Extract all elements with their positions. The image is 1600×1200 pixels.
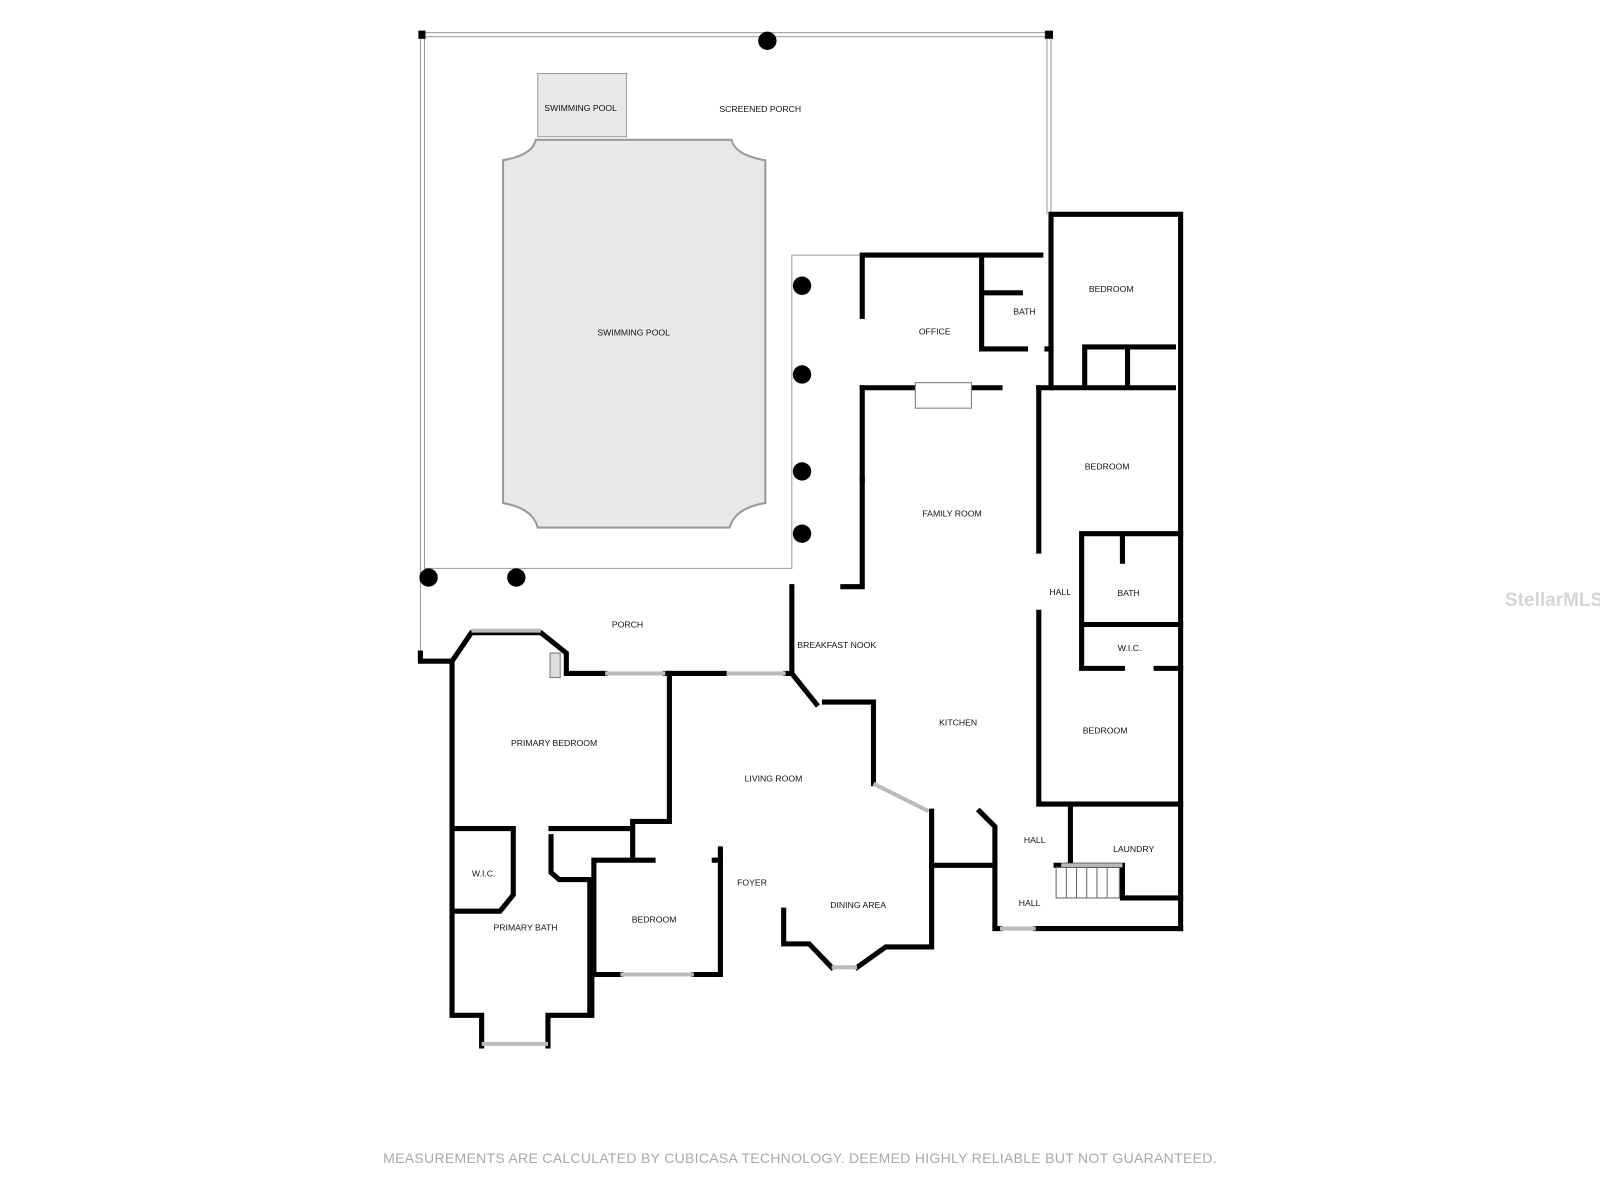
room-label-kitchen: KITCHEN <box>939 718 977 728</box>
staircase <box>1055 866 1120 899</box>
room-label-primary-bedroom: PRIMARY BEDROOM <box>511 738 597 748</box>
room-label-dining-area: DINING AREA <box>830 900 886 910</box>
room-label-bedroom-1: BEDROOM <box>1089 284 1134 294</box>
room-label-screened-porch: SCREENED PORCH <box>719 104 801 114</box>
room-label-bath-1: BATH <box>1013 306 1035 316</box>
room-labels: SWIMMING POOL SCREENED PORCH SWIMMING PO… <box>472 103 1155 932</box>
room-label-bedroom-2: BEDROOM <box>1085 461 1130 471</box>
room-label-porch: PORCH <box>612 620 643 630</box>
windows <box>471 628 1123 1046</box>
room-label-living-room: LIVING ROOM <box>745 774 803 784</box>
fireplace <box>549 382 972 679</box>
columns <box>419 31 812 587</box>
watermark: StellarMLS <box>1505 590 1600 611</box>
room-label-office: OFFICE <box>919 327 951 337</box>
room-label-hall-1: HALL <box>1049 587 1071 597</box>
walls <box>417 211 1184 1049</box>
room-label-wic-1: W.I.C. <box>1118 643 1142 653</box>
room-label-primary-bath: PRIMARY BATH <box>494 923 558 933</box>
room-label-bath-2: BATH <box>1117 588 1139 598</box>
screened-porch-enclosure <box>418 30 1054 654</box>
room-label-foyer: FOYER <box>737 878 767 888</box>
swimming-pool <box>502 72 767 529</box>
room-label-hall-3: HALL <box>1019 898 1041 908</box>
room-label-swimming-pool: SWIMMING POOL <box>597 328 670 338</box>
room-label-swimming-pool-small: SWIMMING POOL <box>544 103 617 113</box>
room-label-family-room: FAMILY ROOM <box>922 508 981 518</box>
room-label-breakfast-nook: BREAKFAST NOOK <box>797 640 876 650</box>
room-label-wic-2: W.I.C. <box>472 869 496 879</box>
room-label-bedroom-4: BEDROOM <box>632 914 677 924</box>
room-label-bedroom-3: BEDROOM <box>1083 726 1128 736</box>
room-label-hall-2: HALL <box>1024 835 1046 845</box>
room-label-laundry: LAUNDRY <box>1113 844 1154 854</box>
footer-disclaimer: MEASUREMENTS ARE CALCULATED BY CUBICASA … <box>383 1150 1217 1166</box>
